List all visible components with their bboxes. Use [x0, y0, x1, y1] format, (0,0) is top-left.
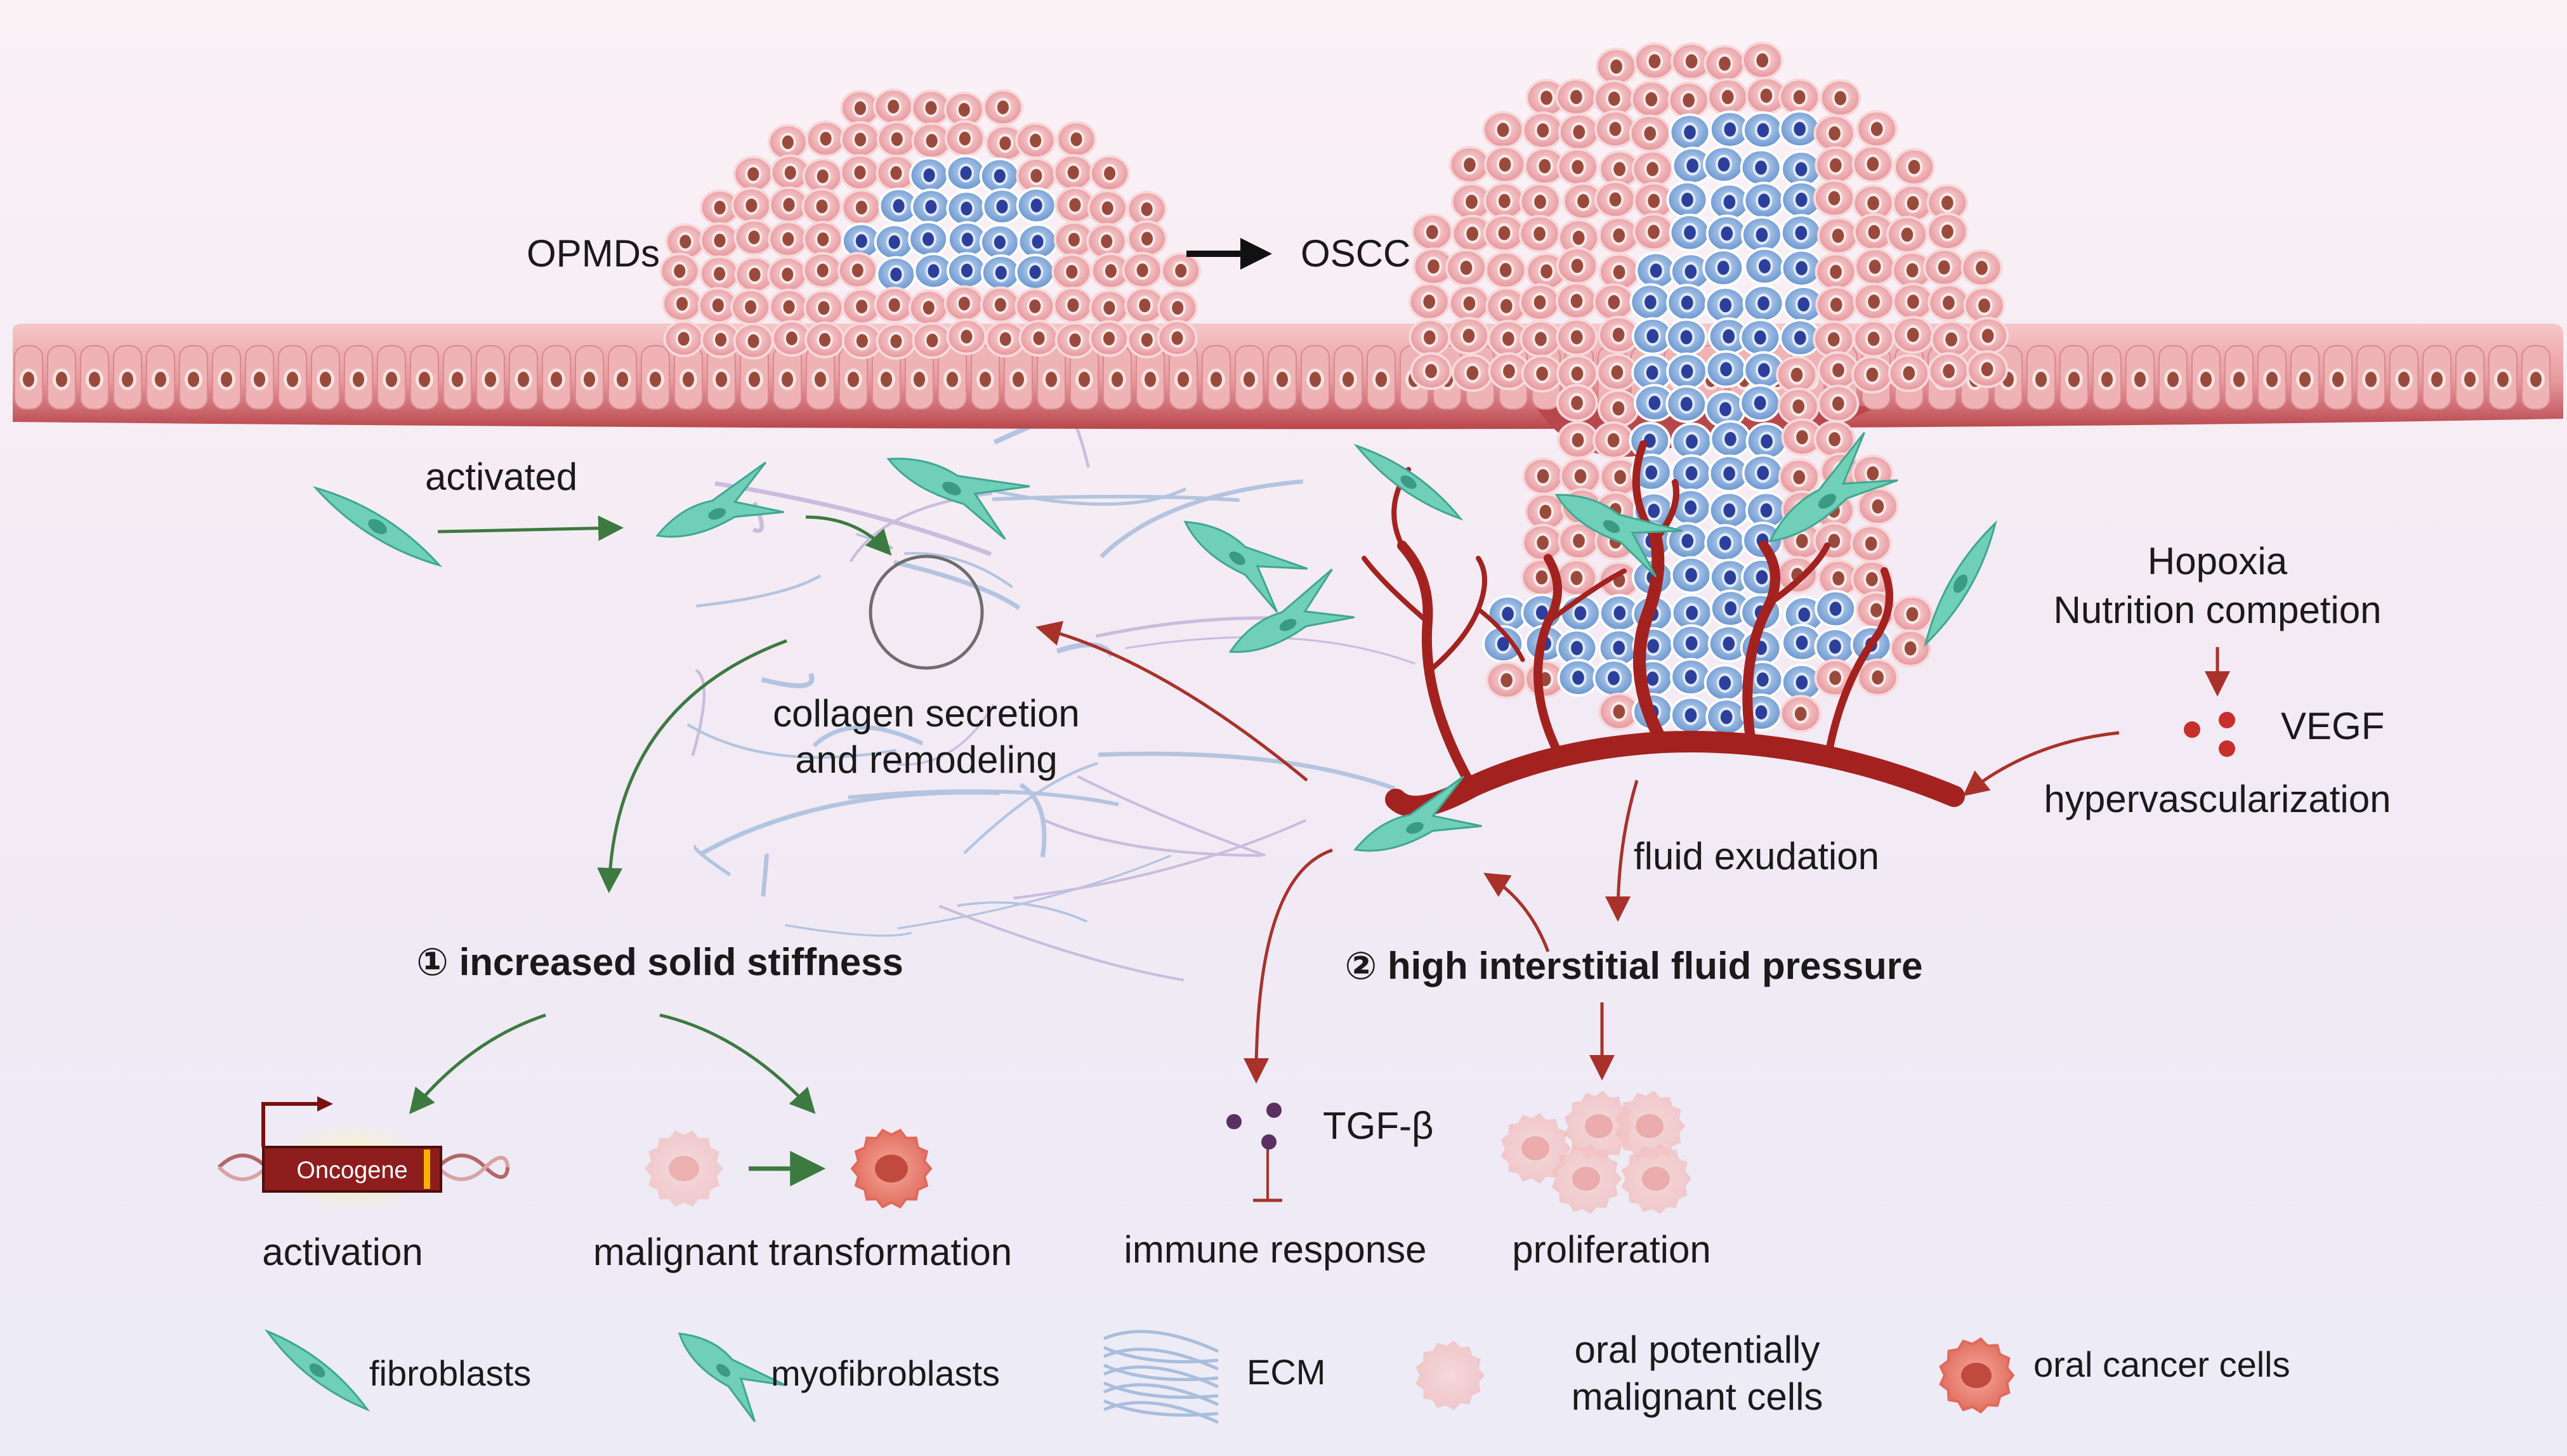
- label-oscc: OSCC: [1301, 232, 1410, 275]
- myofibroblast-icon: [678, 1332, 786, 1422]
- stromal-cells: [312, 431, 1997, 852]
- label-fluid-exudation: fluid exudation: [1634, 835, 1879, 877]
- legend-label-ecm: ECM: [1247, 1352, 1325, 1392]
- label-collagen-line2: and remodeling: [795, 738, 1058, 781]
- label-collagen-line1: collagen secretion: [773, 692, 1080, 735]
- oscc-lesion: [1408, 41, 2009, 737]
- fibroblast-icon: [264, 1329, 371, 1412]
- legend-icons: [264, 1329, 2015, 1424]
- legend-label-oral-cancer-cells: oral cancer cells: [2033, 1344, 2290, 1384]
- label-hypoxia: Hopoxia: [2148, 540, 2288, 582]
- legend-label-opmc-line1: oral potentially: [1575, 1328, 1820, 1371]
- ecm-network: [686, 353, 1416, 981]
- label-increased-solid-stiffness: ① increased solid stiffness: [416, 941, 903, 983]
- tgf-dots: [1226, 1103, 1282, 1150]
- legend-label-fibroblasts: fibroblasts: [369, 1353, 531, 1393]
- arrows: [409, 238, 2230, 1202]
- label-immune-response: immune response: [1124, 1228, 1427, 1271]
- label-high-interstitial-fluid-pressure: ② high interstitial fluid pressure: [1345, 945, 1923, 987]
- potentially-malignant-cell-icon: [1415, 1341, 1485, 1410]
- label-tgf-beta: TGF-β: [1323, 1105, 1433, 1147]
- label-nutrition-competition: Nutrition competion: [2054, 589, 2382, 631]
- outcome-cell-icons: [645, 1091, 1691, 1214]
- label-malignant-transformation: malignant transformation: [593, 1231, 1012, 1273]
- label-hypervascularization: hypervascularization: [2044, 778, 2391, 820]
- oncogene-icon: [217, 1096, 509, 1212]
- label-activated: activated: [425, 456, 577, 498]
- collagen-focus-circle: [869, 554, 984, 670]
- label-opmds: OPMDs: [527, 232, 660, 275]
- opmd-lesion: [659, 88, 1202, 360]
- label-proliferation: proliferation: [1512, 1228, 1711, 1271]
- vegf-dots: [2184, 712, 2235, 757]
- label-vegf: VEGF: [2281, 705, 2384, 747]
- ecm-icon: [1103, 1330, 1219, 1424]
- legend-label-opmc-line2: malignant cells: [1572, 1375, 1823, 1418]
- label-oncogene: Oncogene: [296, 1157, 407, 1184]
- legend-label-myofibroblasts: myofibroblasts: [771, 1353, 1000, 1393]
- label-activation: activation: [262, 1231, 423, 1273]
